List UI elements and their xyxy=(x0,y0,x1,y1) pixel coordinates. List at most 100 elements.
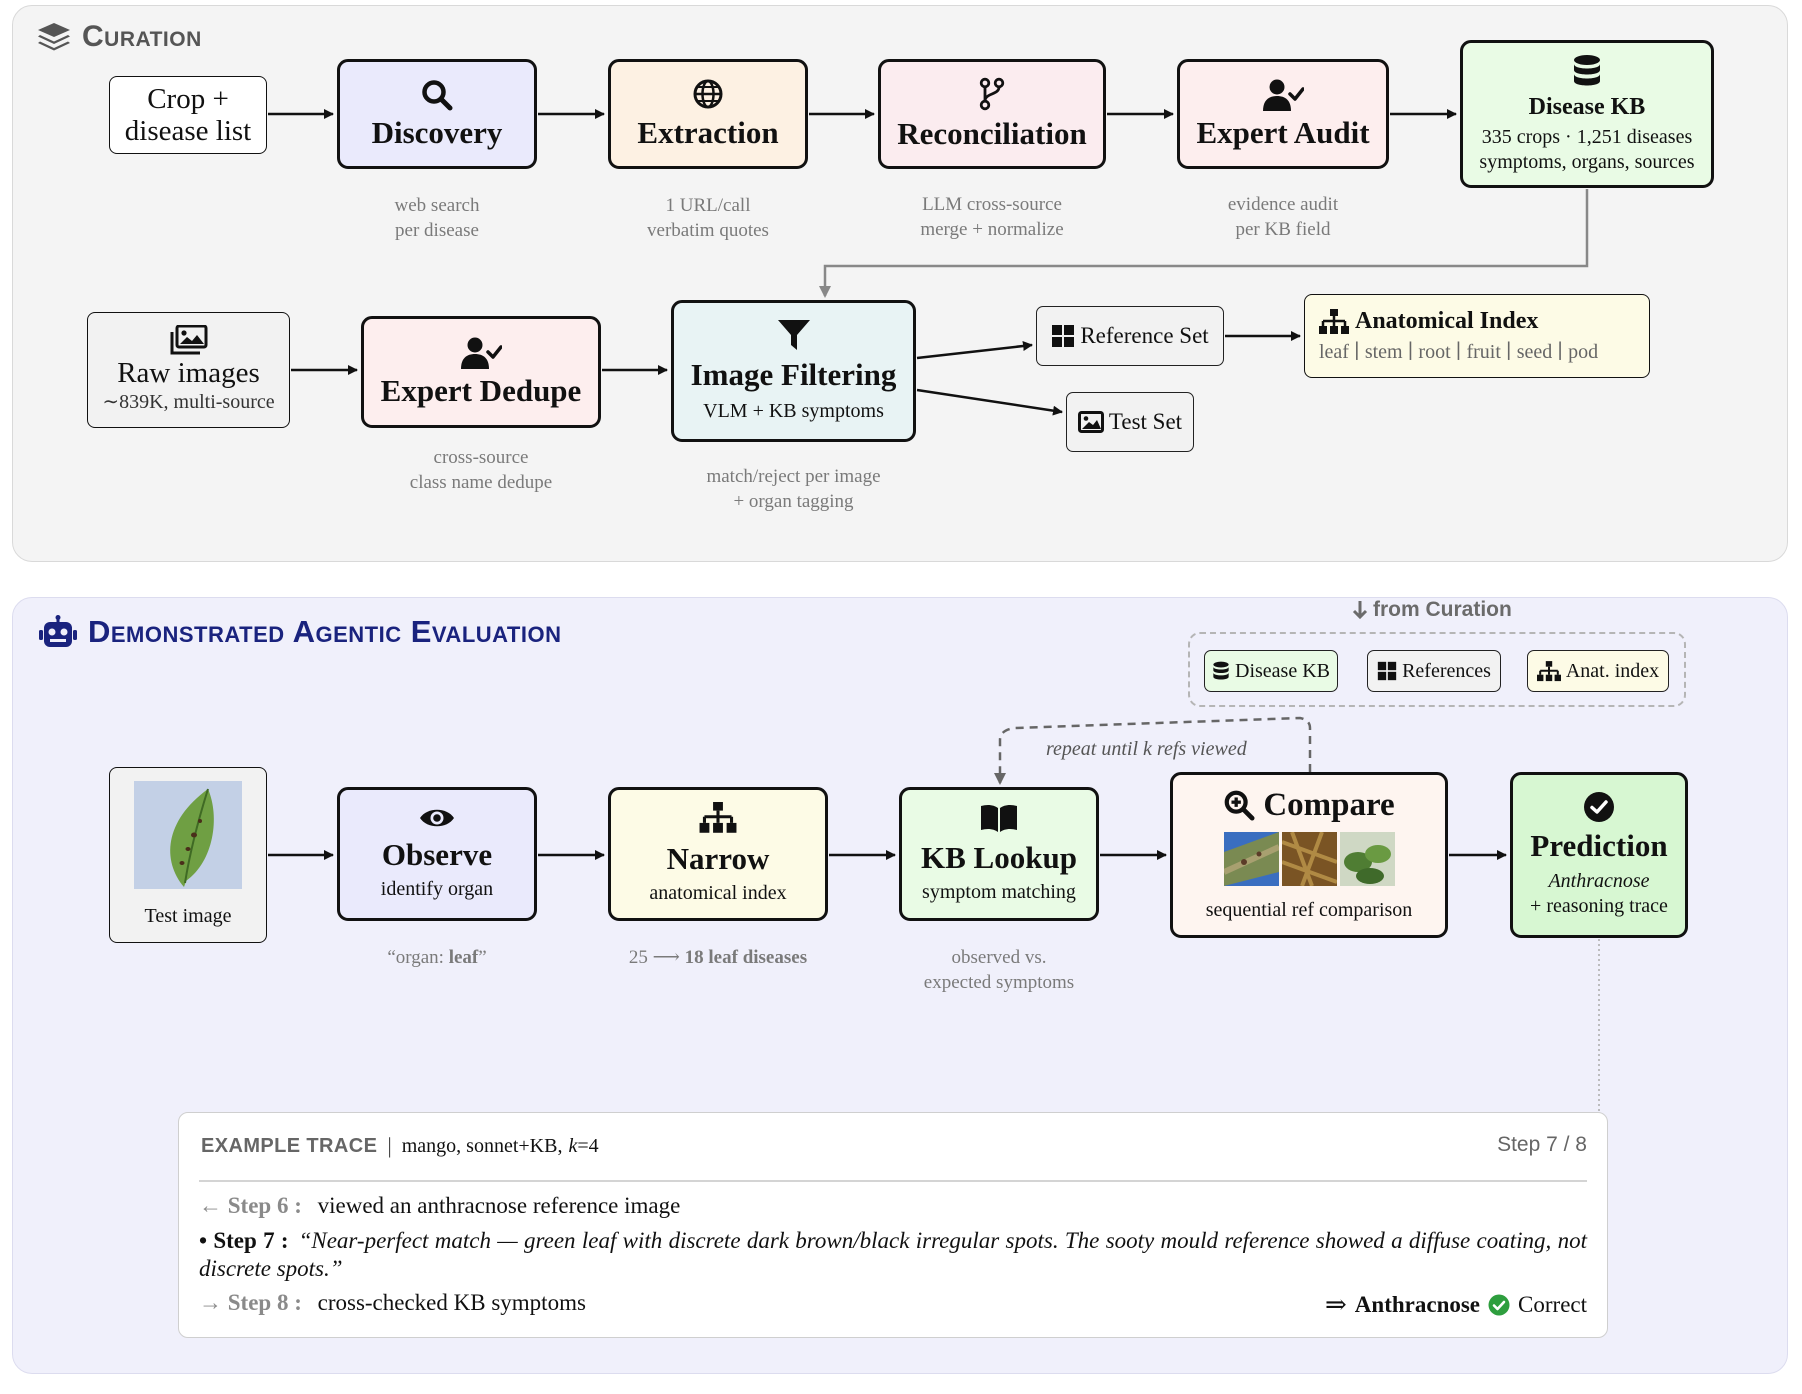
images-icon xyxy=(170,325,207,355)
filter-icon xyxy=(777,320,810,351)
sitemap-icon xyxy=(1319,308,1349,334)
organ-root: root xyxy=(1418,341,1451,363)
test-set-label: Test Set xyxy=(1108,409,1183,434)
trace-step7-text: “Near-perfect match — green leaf with di… xyxy=(199,1228,1587,1282)
reconciliation-caption: LLM cross-source merge + normalize xyxy=(920,194,1064,241)
extraction-title: Extraction xyxy=(637,114,779,150)
test-set-box: Test Set xyxy=(1066,392,1194,452)
curation-title-text: Curation xyxy=(82,20,202,53)
trace-step6-text: viewed an anthracnose reference image xyxy=(317,1193,681,1218)
trace-result-arrow: ⇒ xyxy=(1325,1290,1347,1319)
trace-result: ⇒ Anthracnose Correct xyxy=(1325,1290,1587,1320)
chip-disease-kb: Disease KB xyxy=(1204,650,1338,692)
user-check-icon xyxy=(461,337,502,369)
loop-arrow xyxy=(994,716,1312,785)
test-image-label: Test image xyxy=(144,905,232,927)
compare-box: Compare sequential ref comparison xyxy=(1170,772,1448,938)
trace-step7-label: • Step 7 : xyxy=(199,1228,289,1253)
reconciliation-title: Reconciliation xyxy=(897,115,1087,151)
reference-set-box: Reference Set xyxy=(1036,306,1224,366)
compare-title: Compare xyxy=(1263,787,1395,824)
evaluation-title-text: Demonstrated Agentic Evaluation xyxy=(88,614,562,649)
reference-thumb-2 xyxy=(1281,831,1337,886)
from-curation-text: from Curation xyxy=(1373,598,1512,621)
observe-box: Observe identify organ xyxy=(337,787,537,921)
prediction-disease: Anthracnose xyxy=(1548,870,1650,893)
check-circle-icon xyxy=(1584,791,1614,822)
compare-sub: sequential ref comparison xyxy=(1205,898,1413,921)
trace-divider: | xyxy=(387,1133,392,1158)
trace-step7: • Step 7 :“Near-perfect match — green le… xyxy=(199,1227,1587,1283)
observe-caption-organ: leaf xyxy=(448,947,479,968)
expert-audit-box: Expert Audit xyxy=(1177,59,1389,169)
trace-k-value: =4 xyxy=(577,1134,599,1157)
discovery-caption: web search per disease xyxy=(394,195,480,242)
example-trace-card: EXAMPLE TRACE | mango, sonnet+KB, k=4 St… xyxy=(178,1112,1608,1338)
crop-input-label: Crop + disease list xyxy=(124,82,252,147)
layers-icon xyxy=(38,23,70,51)
organ-seed: seed xyxy=(1516,341,1553,363)
disease-kb-title: Disease KB xyxy=(1528,93,1646,120)
sitemap-icon xyxy=(1536,660,1561,681)
test-image-box: Test image xyxy=(109,767,267,943)
narrow-caption: 25 ⟶ 18 leaf diseases xyxy=(588,945,848,970)
image-filtering-sub: VLM + KB symptoms xyxy=(703,399,884,422)
chip-disease-kb-label: Disease KB xyxy=(1235,659,1330,682)
narrow-caption-pre: 25 ⟶ xyxy=(628,947,685,968)
trace-k: k=4 xyxy=(568,1135,598,1158)
trace-step8-text: cross-checked KB symptoms xyxy=(317,1290,586,1315)
chip-references-label: References xyxy=(1402,659,1491,682)
narrow-caption-bold: 18 leaf diseases xyxy=(684,947,808,968)
prediction-sub: + reasoning trace xyxy=(1530,895,1668,918)
curation-resources-group xyxy=(1188,632,1686,707)
expert-dedupe-box: Expert Dedupe xyxy=(361,316,601,428)
user-check-icon xyxy=(1263,79,1304,111)
merge-branch-icon xyxy=(979,77,1005,111)
loop-label-end: refs viewed xyxy=(1156,738,1247,760)
organ-leaf: leaf xyxy=(1319,341,1349,363)
trace-meta: mango, sonnet+KB, xyxy=(401,1134,563,1157)
arrow-kb-to-filtering xyxy=(819,189,1589,298)
grid-icon xyxy=(1052,325,1075,347)
image-filtering-box: Image Filtering VLM + KB symptoms xyxy=(671,300,916,442)
robot-icon xyxy=(39,615,77,647)
raw-images-box: Raw images ∼839K, multi-source xyxy=(87,312,290,428)
discovery-box: Discovery xyxy=(337,59,537,169)
trace-step8: → Step 8 : cross-checked KB symptoms xyxy=(199,1290,586,1316)
kb-lookup-box: KB Lookup symptom matching xyxy=(899,787,1099,921)
trace-k-symbol: k xyxy=(568,1134,578,1157)
narrow-sub: anatomical index xyxy=(649,881,787,904)
from-curation-label: from Curation xyxy=(1352,598,1512,622)
globe-icon xyxy=(693,79,723,109)
reference-thumb-1 xyxy=(1223,831,1279,886)
arrow-filtering-reference xyxy=(916,341,1033,360)
reference-thumbnails xyxy=(1223,831,1395,886)
chip-anat-index-label: Anat. index xyxy=(1565,659,1660,682)
trace-result-status: Correct xyxy=(1518,1292,1587,1317)
raw-images-title: Raw images xyxy=(117,357,260,389)
image-icon xyxy=(1077,411,1104,433)
raw-images-sub: ∼839K, multi-source xyxy=(102,391,275,413)
curation-title: Curation xyxy=(36,20,202,54)
loop-label: repeat until k refs viewed xyxy=(1046,738,1247,761)
trace-result-disease: Anthracnose xyxy=(1354,1292,1481,1317)
check-circle-icon xyxy=(1488,1294,1510,1316)
trace-step8-label: → Step 8 : xyxy=(199,1290,302,1315)
trace-step6-label: ← Step 6 : xyxy=(199,1193,302,1218)
trace-label: EXAMPLE TRACE xyxy=(201,1134,378,1157)
reference-thumb-3 xyxy=(1339,831,1395,886)
expert-audit-caption: evidence audit per KB field xyxy=(1227,194,1339,241)
leaf-image-thumbnail xyxy=(134,781,242,889)
reference-set-label: Reference Set xyxy=(1080,323,1209,348)
observe-caption-post: ” xyxy=(478,947,487,968)
search-icon xyxy=(422,80,453,111)
observe-title: Observe xyxy=(381,837,493,873)
image-filtering-title: Image Filtering xyxy=(690,357,897,393)
expert-dedupe-title: Expert Dedupe xyxy=(380,372,582,408)
anatomical-index-box: Anatomical Index leaf ∣ stem ∣ root ∣ fr… xyxy=(1304,294,1650,378)
trace-separator xyxy=(199,1180,1587,1182)
evaluation-title: Demonstrated Agentic Evaluation xyxy=(38,614,561,650)
organ-stem: stem xyxy=(1364,341,1403,363)
organ-pod: pod xyxy=(1568,341,1599,363)
